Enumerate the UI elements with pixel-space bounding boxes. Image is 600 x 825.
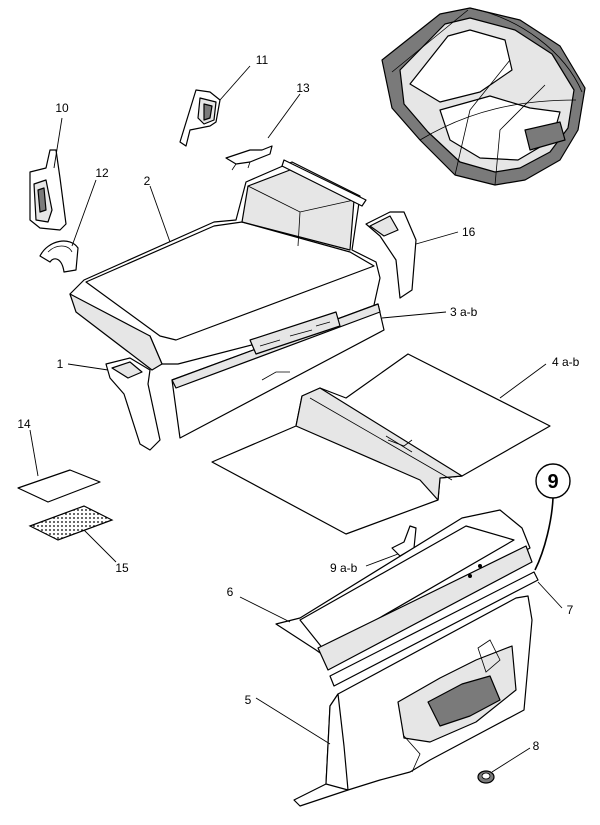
inset-symbol-label: 9 bbox=[547, 471, 558, 493]
part-11 bbox=[179, 89, 221, 147]
part-13 bbox=[225, 145, 273, 171]
part-8 bbox=[477, 770, 495, 784]
part-15 bbox=[28, 505, 114, 541]
callout-15: 15 bbox=[115, 561, 129, 575]
callout-labels: 10 11 13 12 2 16 3 a-b 1 4 a-b 14 15 9 a… bbox=[17, 53, 579, 753]
callout-13: 13 bbox=[296, 81, 310, 95]
callout-3: 3 a-b bbox=[450, 305, 478, 319]
part-5 bbox=[293, 595, 533, 807]
callout-1: 1 bbox=[57, 357, 64, 371]
part-2 bbox=[69, 159, 381, 371]
callout-9: 9 a-b bbox=[330, 561, 358, 575]
part-10 bbox=[29, 149, 67, 231]
callout-8: 8 bbox=[533, 739, 540, 753]
callout-4: 4 a-b bbox=[552, 355, 580, 369]
callout-10: 10 bbox=[55, 101, 69, 115]
part-6 bbox=[275, 509, 533, 671]
callout-16: 16 bbox=[462, 225, 476, 239]
part-14 bbox=[17, 469, 101, 503]
part-4 bbox=[211, 353, 551, 535]
callout-12: 12 bbox=[95, 166, 109, 180]
callout-6: 6 bbox=[227, 585, 234, 599]
callout-7: 7 bbox=[567, 603, 574, 617]
inset-callout-symbol: 9 bbox=[534, 463, 571, 571]
callout-5: 5 bbox=[245, 693, 252, 707]
part-1 bbox=[105, 357, 161, 451]
part-3 bbox=[171, 303, 385, 439]
callout-14: 14 bbox=[17, 417, 31, 431]
part-7 bbox=[329, 571, 539, 687]
callout-11: 11 bbox=[256, 53, 269, 67]
part-16 bbox=[365, 211, 417, 299]
cab-thumbnail bbox=[381, 7, 586, 186]
leader-lines bbox=[29, 65, 563, 773]
part-12 bbox=[39, 240, 79, 273]
callout-2: 2 bbox=[144, 174, 151, 188]
